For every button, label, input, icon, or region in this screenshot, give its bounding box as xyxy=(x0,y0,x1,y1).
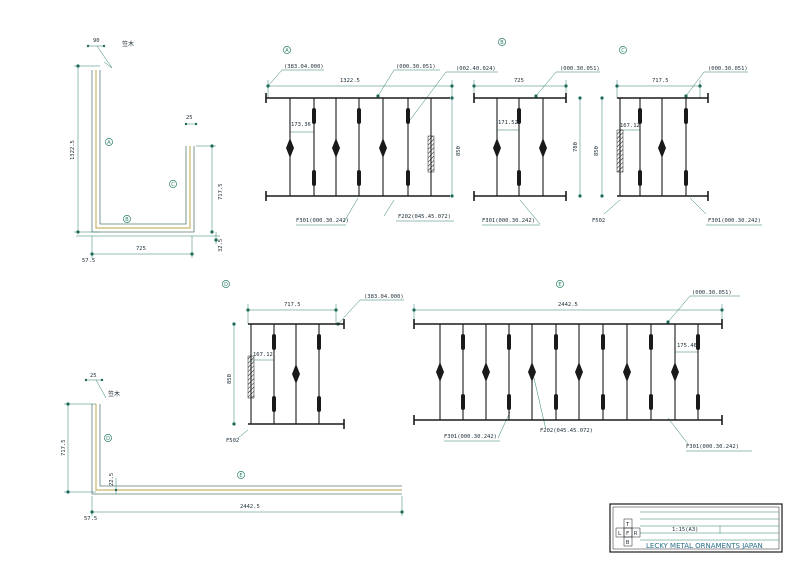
elev-e-marker: E xyxy=(558,282,561,288)
elev-a-ref-right: (002.40.024) xyxy=(456,66,496,72)
plan-bottom-dim-2442: 2442.5 xyxy=(240,504,260,510)
elevation-b: B (000.30.051) 725 171.52 780 F301(000.3… xyxy=(472,38,600,226)
plan-bottom-dim-717: 717.5 xyxy=(61,439,67,456)
plan-top-marker-b: B xyxy=(125,217,129,223)
elev-a-ref-mid: (000.30.051) xyxy=(396,64,436,70)
elev-b-ref-mid: (000.30.051) xyxy=(560,66,600,72)
elev-d-height: 850 xyxy=(227,374,233,384)
plan-bottom-marker-e: E xyxy=(239,473,242,479)
plan-top-dim-25: 25 xyxy=(186,115,193,121)
elev-a-balusters xyxy=(286,98,432,196)
title-letter-t: T xyxy=(626,522,630,528)
elev-c-spacing: 167.12 xyxy=(620,123,640,129)
plan-top-marker-a: A xyxy=(107,140,111,146)
elev-e-ref-top: (000.30.051) xyxy=(692,290,732,296)
plan-bottom-dim-22: 22.5 xyxy=(109,473,115,486)
elev-b-height: 780 xyxy=(573,142,579,152)
elevation-a: A (383.04.000) (000 xyxy=(265,46,498,226)
title-letter-b: B xyxy=(626,540,630,546)
title-letter-r: R xyxy=(634,531,638,537)
plan-bottom-marker-d: D xyxy=(106,436,110,442)
elev-e-label-f301-right: F301(000.30.242) xyxy=(686,444,739,450)
elev-b-width: 725 xyxy=(514,78,524,84)
elev-a-label-f301: F301(000.30.242) xyxy=(296,218,349,224)
elev-e-balusters xyxy=(436,324,700,420)
elev-e-label-f301-left: F301(000.30.242) xyxy=(444,434,497,440)
elev-d-width: 717.5 xyxy=(284,302,301,308)
elev-a-label-f202: F202(045.45.072) xyxy=(398,214,451,220)
plan-bottom-label-kasagi: 笠木 xyxy=(108,390,120,398)
elev-b-marker: B xyxy=(500,40,504,46)
plan-bottom-dim-57: 57.5 xyxy=(84,516,97,522)
elev-a-ref-left: (383.04.000) xyxy=(284,64,324,70)
plan-top-dim-90: 90 xyxy=(93,38,100,44)
elev-c-ref-mid: (000.30.051) xyxy=(708,66,748,72)
plan-bottom: 25 笠木 717.5 22.5 57.5 2442.5 D E xyxy=(61,373,404,522)
elev-e-label-f202: F202(045.45.072) xyxy=(540,428,593,434)
elevation-e: E xyxy=(412,280,752,452)
title-company: LECKY METAL ORNAMENTS JAPAN xyxy=(646,542,763,550)
plan-bottom-dim-25: 25 xyxy=(90,373,97,379)
elev-c-label-f502: F502 xyxy=(592,218,605,224)
elev-c-label-f301: F301(000.30.242) xyxy=(708,218,761,224)
elev-c-balusters xyxy=(619,98,688,196)
plan-top-dim-717: 717.5 xyxy=(218,183,224,200)
plan-top-label-kasagi: 笠木 xyxy=(122,40,134,48)
elev-e-spacing: 175.46 xyxy=(677,343,697,349)
elev-d-balusters xyxy=(250,324,321,424)
elev-c-height: 850 xyxy=(594,146,600,156)
title-block: T L F R B 1:15(A3) LECKY METAL ORNAMENTS… xyxy=(609,503,783,553)
elev-d-label-f502: F502 xyxy=(226,438,239,444)
plan-top: 90 笠木 1322.5 25 717.5 57.5 725 32.5 A C … xyxy=(70,38,224,264)
title-scale: 1:15(A3) xyxy=(672,527,699,533)
elev-d-spacing: 167.12 xyxy=(253,352,273,358)
elevation-c: C (000.30.051) 717.5 167.12 850 F502 F30… xyxy=(592,46,762,226)
elev-e-width: 2442.5 xyxy=(558,302,578,308)
elev-b-spacing: 171.52 xyxy=(498,120,518,126)
plan-top-dim-32: 32.5 xyxy=(218,239,224,252)
plan-top-dim-57: 57.5 xyxy=(82,258,95,264)
elevation-d: D (383.04.000) 717.5 167.12 850 F502 xyxy=(222,280,404,444)
title-letter-l: L xyxy=(618,531,622,537)
elev-c-width: 717.5 xyxy=(652,78,669,84)
plan-top-dim-725: 725 xyxy=(136,246,146,252)
elev-a-height: 850 xyxy=(456,146,462,156)
elev-d-marker: D xyxy=(224,282,228,288)
elev-a-width: 1322.5 xyxy=(340,78,360,84)
elev-d-ref-top: (383.04.000) xyxy=(364,294,404,300)
elev-a-spacing: 173.36 xyxy=(291,122,311,128)
plan-top-dim-1322: 1322.5 xyxy=(70,140,76,160)
elev-c-marker: C xyxy=(621,48,625,54)
elev-a-marker: A xyxy=(285,48,289,54)
plan-top-marker-c: C xyxy=(171,182,175,188)
elev-b-label-f301: F301(000.30.242) xyxy=(482,218,535,224)
title-letter-f: F xyxy=(626,531,629,537)
elev-b-balusters xyxy=(493,98,547,196)
